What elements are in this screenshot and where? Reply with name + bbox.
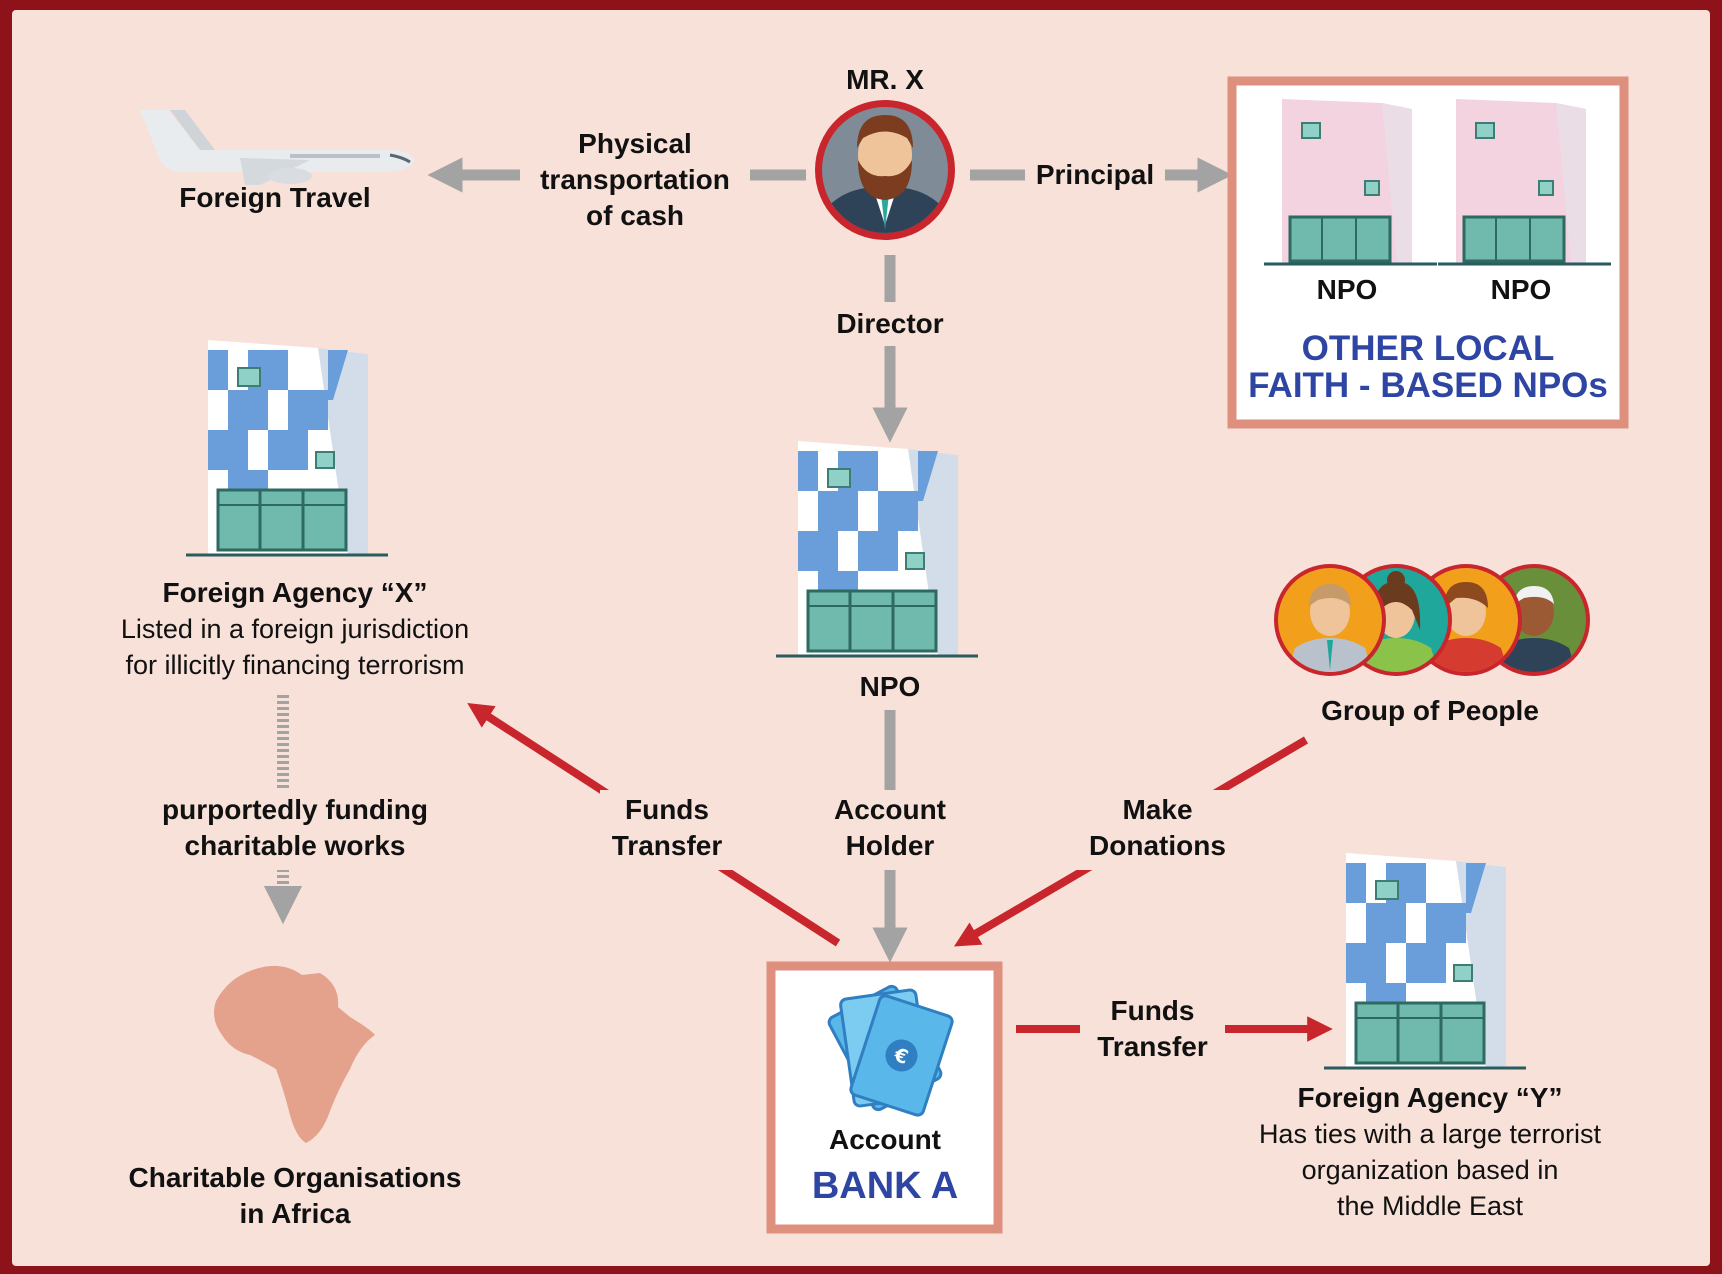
account-holder-label: Account Holder	[805, 792, 975, 864]
bank-name: BANK A	[811, 1165, 959, 1207]
funds-transfer-x-label: Funds Transfer	[597, 792, 737, 864]
purport-line1: purportedly funding	[162, 794, 428, 825]
agency-x-building	[184, 338, 390, 557]
label-bg-purport	[140, 790, 440, 870]
agency-x-desc-line1: Listed in a foreign jurisdiction	[120, 614, 470, 644]
people-group-icon	[1274, 564, 1590, 676]
funds-transfer-y-label: Funds Transfer	[1080, 993, 1225, 1065]
npo-main-label: NPO	[859, 671, 921, 702]
npo-building-2	[1436, 97, 1613, 266]
local-npos-title-line2: FAITH - BASED NPOs	[1248, 366, 1608, 405]
africa-map-icon	[214, 965, 375, 1143]
npo-main-building	[774, 439, 980, 658]
agency-x-text: Foreign Agency “X” Listed in a foreign j…	[60, 575, 530, 683]
account-holder-line2: Holder	[845, 830, 935, 861]
make-donations-label: Make Donations	[1075, 792, 1240, 864]
agency-y-text: Foreign Agency “Y” Has ties with a large…	[1200, 1080, 1660, 1224]
label-bg-principal	[1025, 155, 1165, 195]
funds-transfer-x-line1: Funds	[625, 794, 709, 825]
purport-label: purportedly funding charitable works	[130, 792, 460, 864]
label-bg-donations	[1075, 790, 1240, 870]
local-npos-title: OTHER LOCAL FAITH - BASED NPOs	[1240, 330, 1616, 404]
physical-transport-label: Physical transportation of cash	[520, 126, 750, 234]
agency-y-desc-line3: the Middle East	[1336, 1191, 1524, 1221]
local-npos-title-line1: OTHER LOCAL	[1301, 329, 1555, 368]
africa-label: Charitable Organisations in Africa	[100, 1160, 490, 1232]
npo-building-1	[1262, 97, 1439, 266]
agency-y-desc-line1: Has ties with a large terrorist	[1258, 1119, 1602, 1149]
physical-transport-line2: transportation	[540, 164, 730, 195]
funds-transfer-x-line2: Transfer	[611, 830, 723, 861]
physical-transport-line1: Physical	[578, 128, 692, 159]
label-bg-physical	[520, 122, 750, 232]
africa-line1: Charitable Organisations	[128, 1162, 462, 1193]
foreign-travel-label: Foreign Travel	[179, 182, 371, 213]
funds-transfer-y-line2: Transfer	[1097, 1031, 1208, 1062]
label-bg-funds-x	[600, 790, 735, 870]
svg-text:€: €	[891, 1044, 911, 1069]
bank-account-label: Account	[829, 1124, 941, 1155]
agency-y-building	[1322, 851, 1528, 1070]
funds-transfer-y-line1: Funds	[1110, 995, 1195, 1026]
label-bg-account-holder	[815, 790, 965, 870]
banknotes-icon: $ €	[827, 984, 954, 1117]
local-npo-2-label: NPO	[1490, 274, 1552, 305]
local-npo-1-label: NPO	[1316, 274, 1378, 305]
mr-x-label: MR. X	[846, 64, 924, 95]
africa-line2: in Africa	[239, 1198, 351, 1229]
account-holder-line1: Account	[834, 794, 946, 825]
principal-label: Principal	[1035, 159, 1155, 190]
agency-x-title: Foreign Agency “X”	[162, 577, 428, 608]
agency-y-title: Foreign Agency “Y”	[1297, 1082, 1563, 1113]
purport-line2: charitable works	[184, 830, 406, 861]
make-donations-line1: Make	[1122, 794, 1193, 825]
man-avatar-icon	[815, 100, 955, 240]
agency-x-desc-line2: for illicitly financing terrorism	[125, 650, 465, 680]
group-label: Group of People	[1321, 695, 1539, 726]
make-donations-line2: Donations	[1089, 830, 1226, 861]
label-bg-funds-y	[1080, 990, 1225, 1070]
agency-y-desc-line2: organization based in	[1301, 1155, 1559, 1185]
label-bg-director	[818, 302, 962, 346]
physical-transport-line3: of cash	[585, 200, 685, 231]
director-label: Director	[836, 308, 944, 339]
airplane-icon	[140, 110, 415, 185]
